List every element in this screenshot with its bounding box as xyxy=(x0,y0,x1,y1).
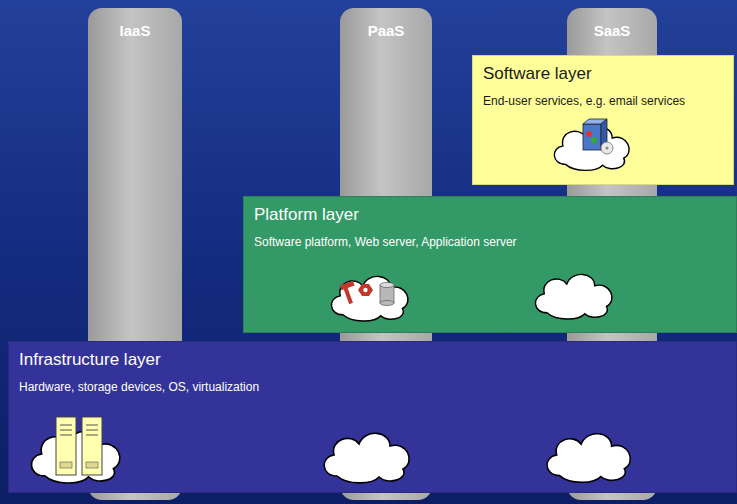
layer-description: End-user services, e.g. email services xyxy=(483,94,723,110)
column-heading: SaaS xyxy=(567,22,657,39)
column-heading: IaaS xyxy=(88,22,182,39)
cloud xyxy=(535,274,611,319)
layer-title: Infrastructure layer xyxy=(19,350,726,370)
layer-description: Software platform, Web server, Applicati… xyxy=(254,235,726,251)
cloud xyxy=(324,433,409,483)
server-icon xyxy=(56,417,102,475)
cloud xyxy=(554,127,629,171)
cloud xyxy=(31,431,119,483)
layer-title: Platform layer xyxy=(254,205,726,225)
software-box-icon xyxy=(583,119,613,154)
layer-band: Platform layerSoftware platform, Web ser… xyxy=(243,196,737,333)
layer-description: Hardware, storage devices, OS, virtualiz… xyxy=(19,380,726,396)
tools-icon xyxy=(340,281,394,306)
column-heading: PaaS xyxy=(340,22,432,39)
layer-title: Software layer xyxy=(483,64,723,84)
layer-band: Software layerEnd-user services, e.g. em… xyxy=(472,55,734,185)
cloud xyxy=(547,434,630,483)
cloud xyxy=(331,276,407,321)
layer-band: Infrastructure layerHardware, storage de… xyxy=(8,341,737,493)
